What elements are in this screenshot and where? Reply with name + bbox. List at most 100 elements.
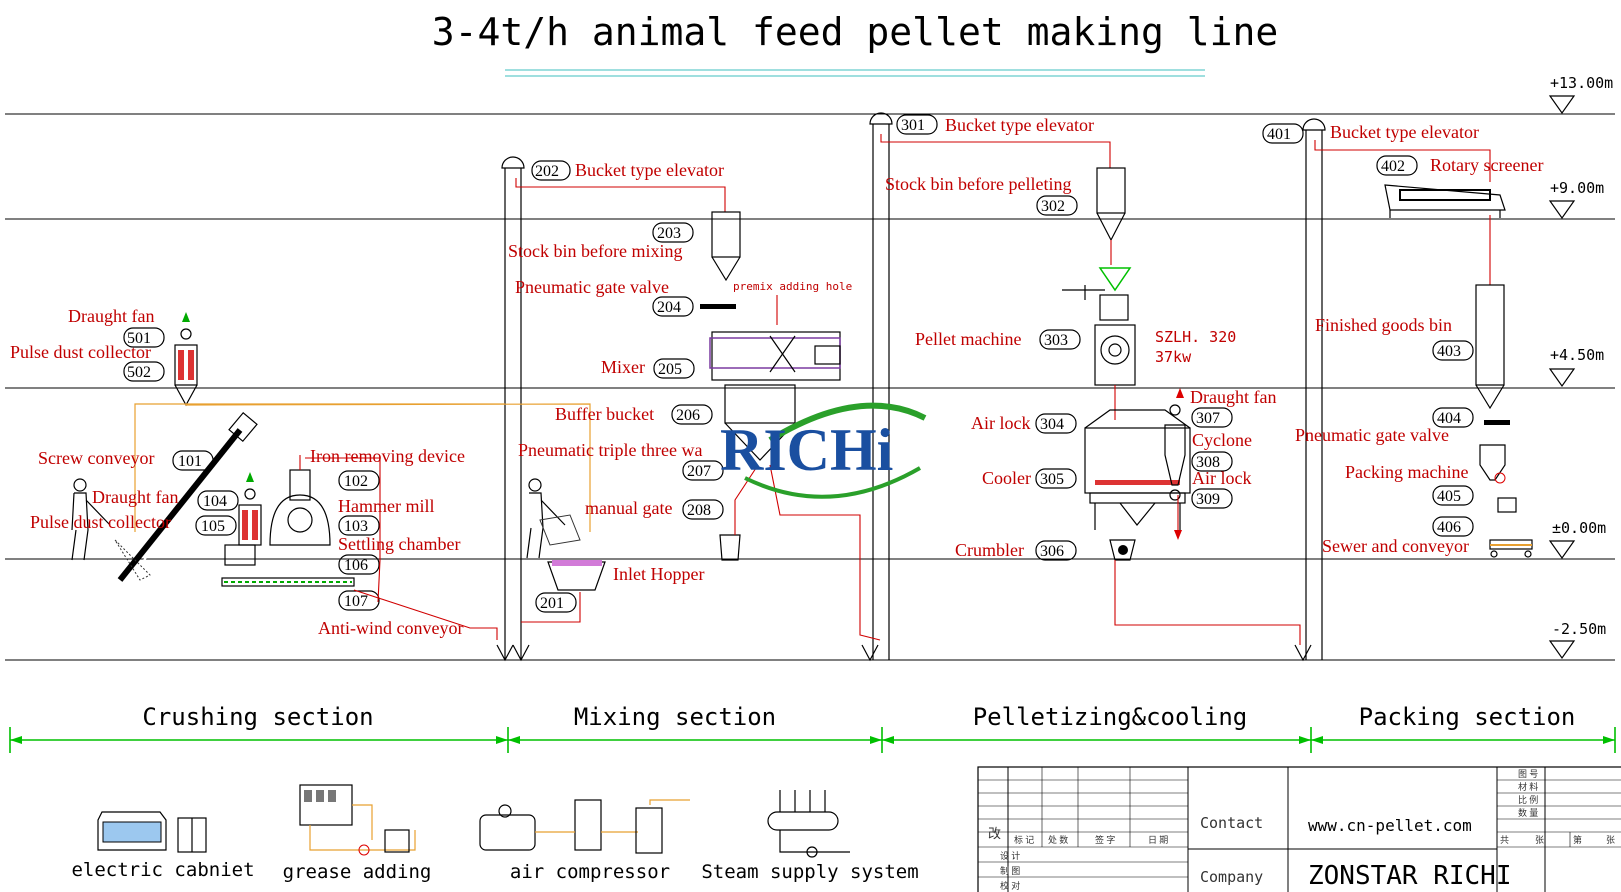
flow-line-306 [1114,560,1301,645]
cyclone-icon [1164,388,1186,540]
number-404: 404 [1437,410,1461,427]
packing-section: 401 Bucket type elevator 402 Rotary scre… [1262,122,1543,558]
label-stock-bin-mixing: Stock bin before mixing [508,241,682,261]
tb-contact-value: www.cn-pellet.com [1308,816,1472,835]
tag-404 [1432,407,1474,428]
mixing-section: 202 Bucket type elevator 203 Stock bin b… [508,160,881,641]
number-303: 303 [1044,332,1068,349]
number-101: 101 [178,453,202,470]
label-mixer: Mixer [601,357,645,377]
label-pellet-machine: Pellet machine [915,329,1021,349]
section-packing: Packing section [1359,703,1576,731]
number-406: 406 [1437,519,1461,536]
bucket-elevator-301 [861,112,893,662]
tag-502 [123,361,165,382]
label-cooler: Cooler [982,468,1031,488]
tb-right-4: 数 量 [1518,807,1538,818]
tb-right-2: 材 料 [1518,781,1538,792]
utility-air-compressor: air compressor [510,861,670,883]
diagram-title: 3-4t/h animal feed pellet making line [432,10,1278,54]
stock-bin-icon [711,211,741,282]
dust-spray-icon [114,539,151,581]
tag-107 [338,590,380,611]
pellet-machine-icon [1062,267,1136,386]
pellet-machine-model: SZLH. 320 [1155,328,1236,346]
hammer-mill-icon [269,455,381,603]
grease-adding-icon [299,784,416,856]
stock-bin-pelleting-icon [1096,167,1126,242]
utility-grease-adding: grease adding [283,861,432,883]
tag-203 [652,222,694,243]
label-finished-goods-bin: Finished goods bin [1315,315,1452,335]
tag-201 [535,592,577,613]
flow-line-hopper [521,592,581,623]
flow-line-401 [1314,140,1491,182]
crumbler-icon [1109,539,1136,561]
level-label-minus-2-5m: -2.50m [1552,620,1606,638]
tag-405 [1432,485,1474,506]
flow-line-mixing [734,464,881,641]
number-203: 203 [657,225,681,242]
number-205: 205 [658,361,682,378]
number-201: 201 [540,595,564,612]
tb-rev-header-1: 标 记 [1014,834,1034,845]
utilities: electric cabniet grease adding air compr… [71,784,919,883]
label-bucket-elevator-301: Bucket type elevator [945,115,1094,135]
worker-icon-2 [526,478,581,559]
air-compressor-icon [479,799,690,854]
tb-rev-header-4: 日 期 [1148,835,1168,845]
flow-line-to-elevator [353,589,498,640]
label-sewer-conveyor: Sewer and conveyor [1322,536,1469,556]
packing-machine-icon [1479,444,1517,513]
utility-electric-cabinet: electric cabniet [71,859,254,881]
label-settling-chamber: Settling chamber [338,534,460,554]
number-207: 207 [687,463,711,480]
tag-403 [1432,340,1474,361]
tag-306 [1035,540,1077,561]
number-304: 304 [1040,416,1064,433]
tag-208 [682,499,724,520]
flow-line-301 [880,134,1111,168]
tag-207 [682,460,724,481]
tb-sheet-3: 第 [1573,834,1582,845]
tag-308 [1191,451,1233,472]
label-bucket-elevator-202: Bucket type elevator [575,160,724,180]
title-block: 改 标 记 处 数 签 字 日 期 设 计 制 图 校 对 图 号 材 料 比 … [977,766,1621,892]
number-301: 301 [901,117,925,134]
cooler-icon [1084,409,1191,530]
tb-rev-header-2: 处 数 [1048,834,1068,845]
label-stock-bin-pelleting: Stock bin before pelleting [885,174,1071,194]
section-crushing: Crushing section [142,703,373,731]
tag-303 [1039,329,1081,350]
tag-309 [1191,488,1233,509]
crushing-section: Draught fan 501 Pulse dust collector 502… [10,306,591,640]
flow-line-202 [515,178,726,212]
number-106: 106 [344,557,368,574]
tb-right-3: 比 例 [1518,794,1538,805]
label-pulse-dust-collector-105: Pulse dust collector [30,512,171,532]
tag-106 [338,554,380,575]
label-air-lock-304: Air lock [971,413,1030,433]
level-label-0m: ±0.00m [1552,519,1606,537]
floor-lines [5,113,1615,661]
tag-307 [1191,407,1233,428]
gate-valve-icon [700,304,736,309]
logo-swoosh-bottom [744,466,921,499]
number-307: 307 [1196,410,1220,427]
label-triple-valve: Pneumatic triple three wa [518,440,702,460]
tag-302 [1036,195,1078,216]
pellet-machine-power: 37kw [1155,348,1192,366]
inlet-hopper-icon [547,560,606,591]
number-208: 208 [687,502,711,519]
tag-103 [338,515,380,536]
level-markers: +13.00m +9.00m +4.50m ±0.00m -2.50m [1548,74,1613,660]
tb-rev-header-3: 签 字 [1095,834,1115,845]
pulse-dust-collector-icon [174,312,198,407]
tb-sheet-1: 共 [1500,835,1509,845]
label-manual-gate: manual gate [585,498,672,518]
level-triangle-icon [1548,368,1576,388]
richi-logo: RICHi [720,402,927,499]
elevators [496,112,1326,662]
number-401: 401 [1267,126,1291,143]
logo-text: RICHi [720,417,893,483]
